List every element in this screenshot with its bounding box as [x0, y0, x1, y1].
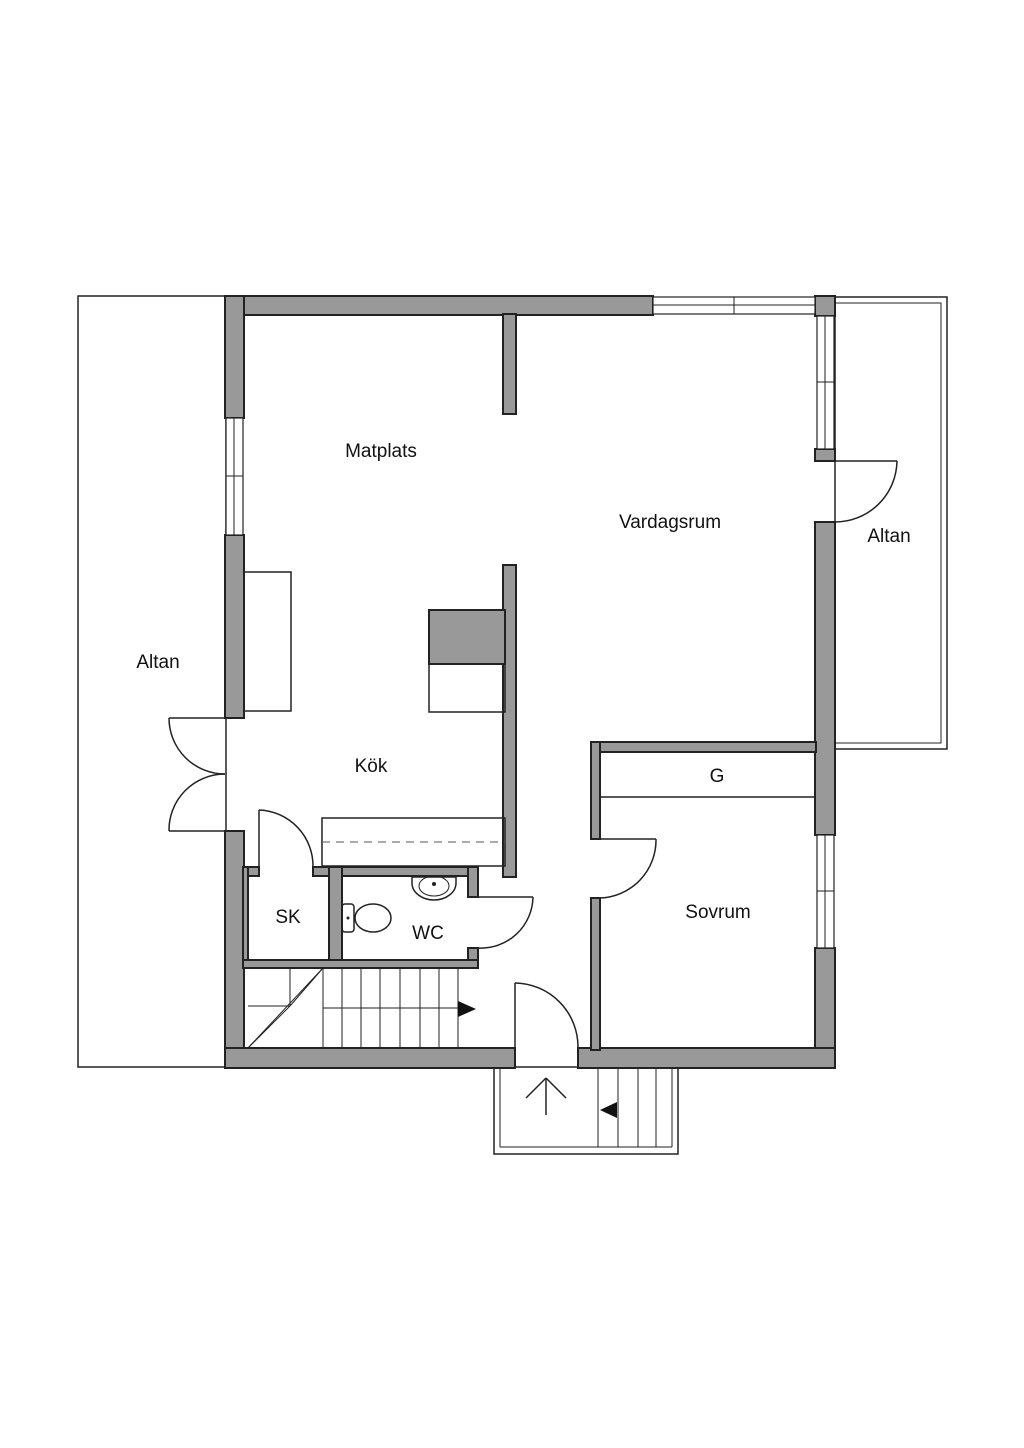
stair-arrow-icon: [458, 1001, 476, 1017]
interior-walls: [242, 313, 817, 1051]
altan-right-inner: [834, 302, 942, 744]
room-label-altan-left: Altan: [136, 652, 179, 673]
stair-arrow-icon: [600, 1102, 617, 1118]
altan-left-outline: [77, 295, 227, 1068]
windows: [225, 296, 835, 949]
sink-icon: [411, 875, 457, 901]
room-label-sovrum: Sovrum: [685, 902, 750, 923]
entrance-steps: [493, 1066, 679, 1155]
kitchen-fixtures: [243, 571, 506, 867]
room-label-altan-right: Altan: [867, 526, 910, 547]
north-arrow-icon: [525, 1077, 567, 1115]
room-label-sk: SK: [275, 907, 301, 928]
toilet-icon: [341, 903, 392, 933]
room-label-wc: WC: [412, 923, 444, 944]
exterior-walls: [224, 295, 836, 1069]
room-label-kok: Kök: [355, 756, 388, 777]
room-label-garderob: G: [710, 766, 725, 787]
doors: [168, 460, 898, 1068]
room-label-matplats: Matplats: [345, 441, 417, 462]
staircase: [247, 967, 459, 1049]
room-label-vardagsrum: Vardagsrum: [619, 512, 721, 533]
altan-right-outline: [834, 296, 948, 750]
